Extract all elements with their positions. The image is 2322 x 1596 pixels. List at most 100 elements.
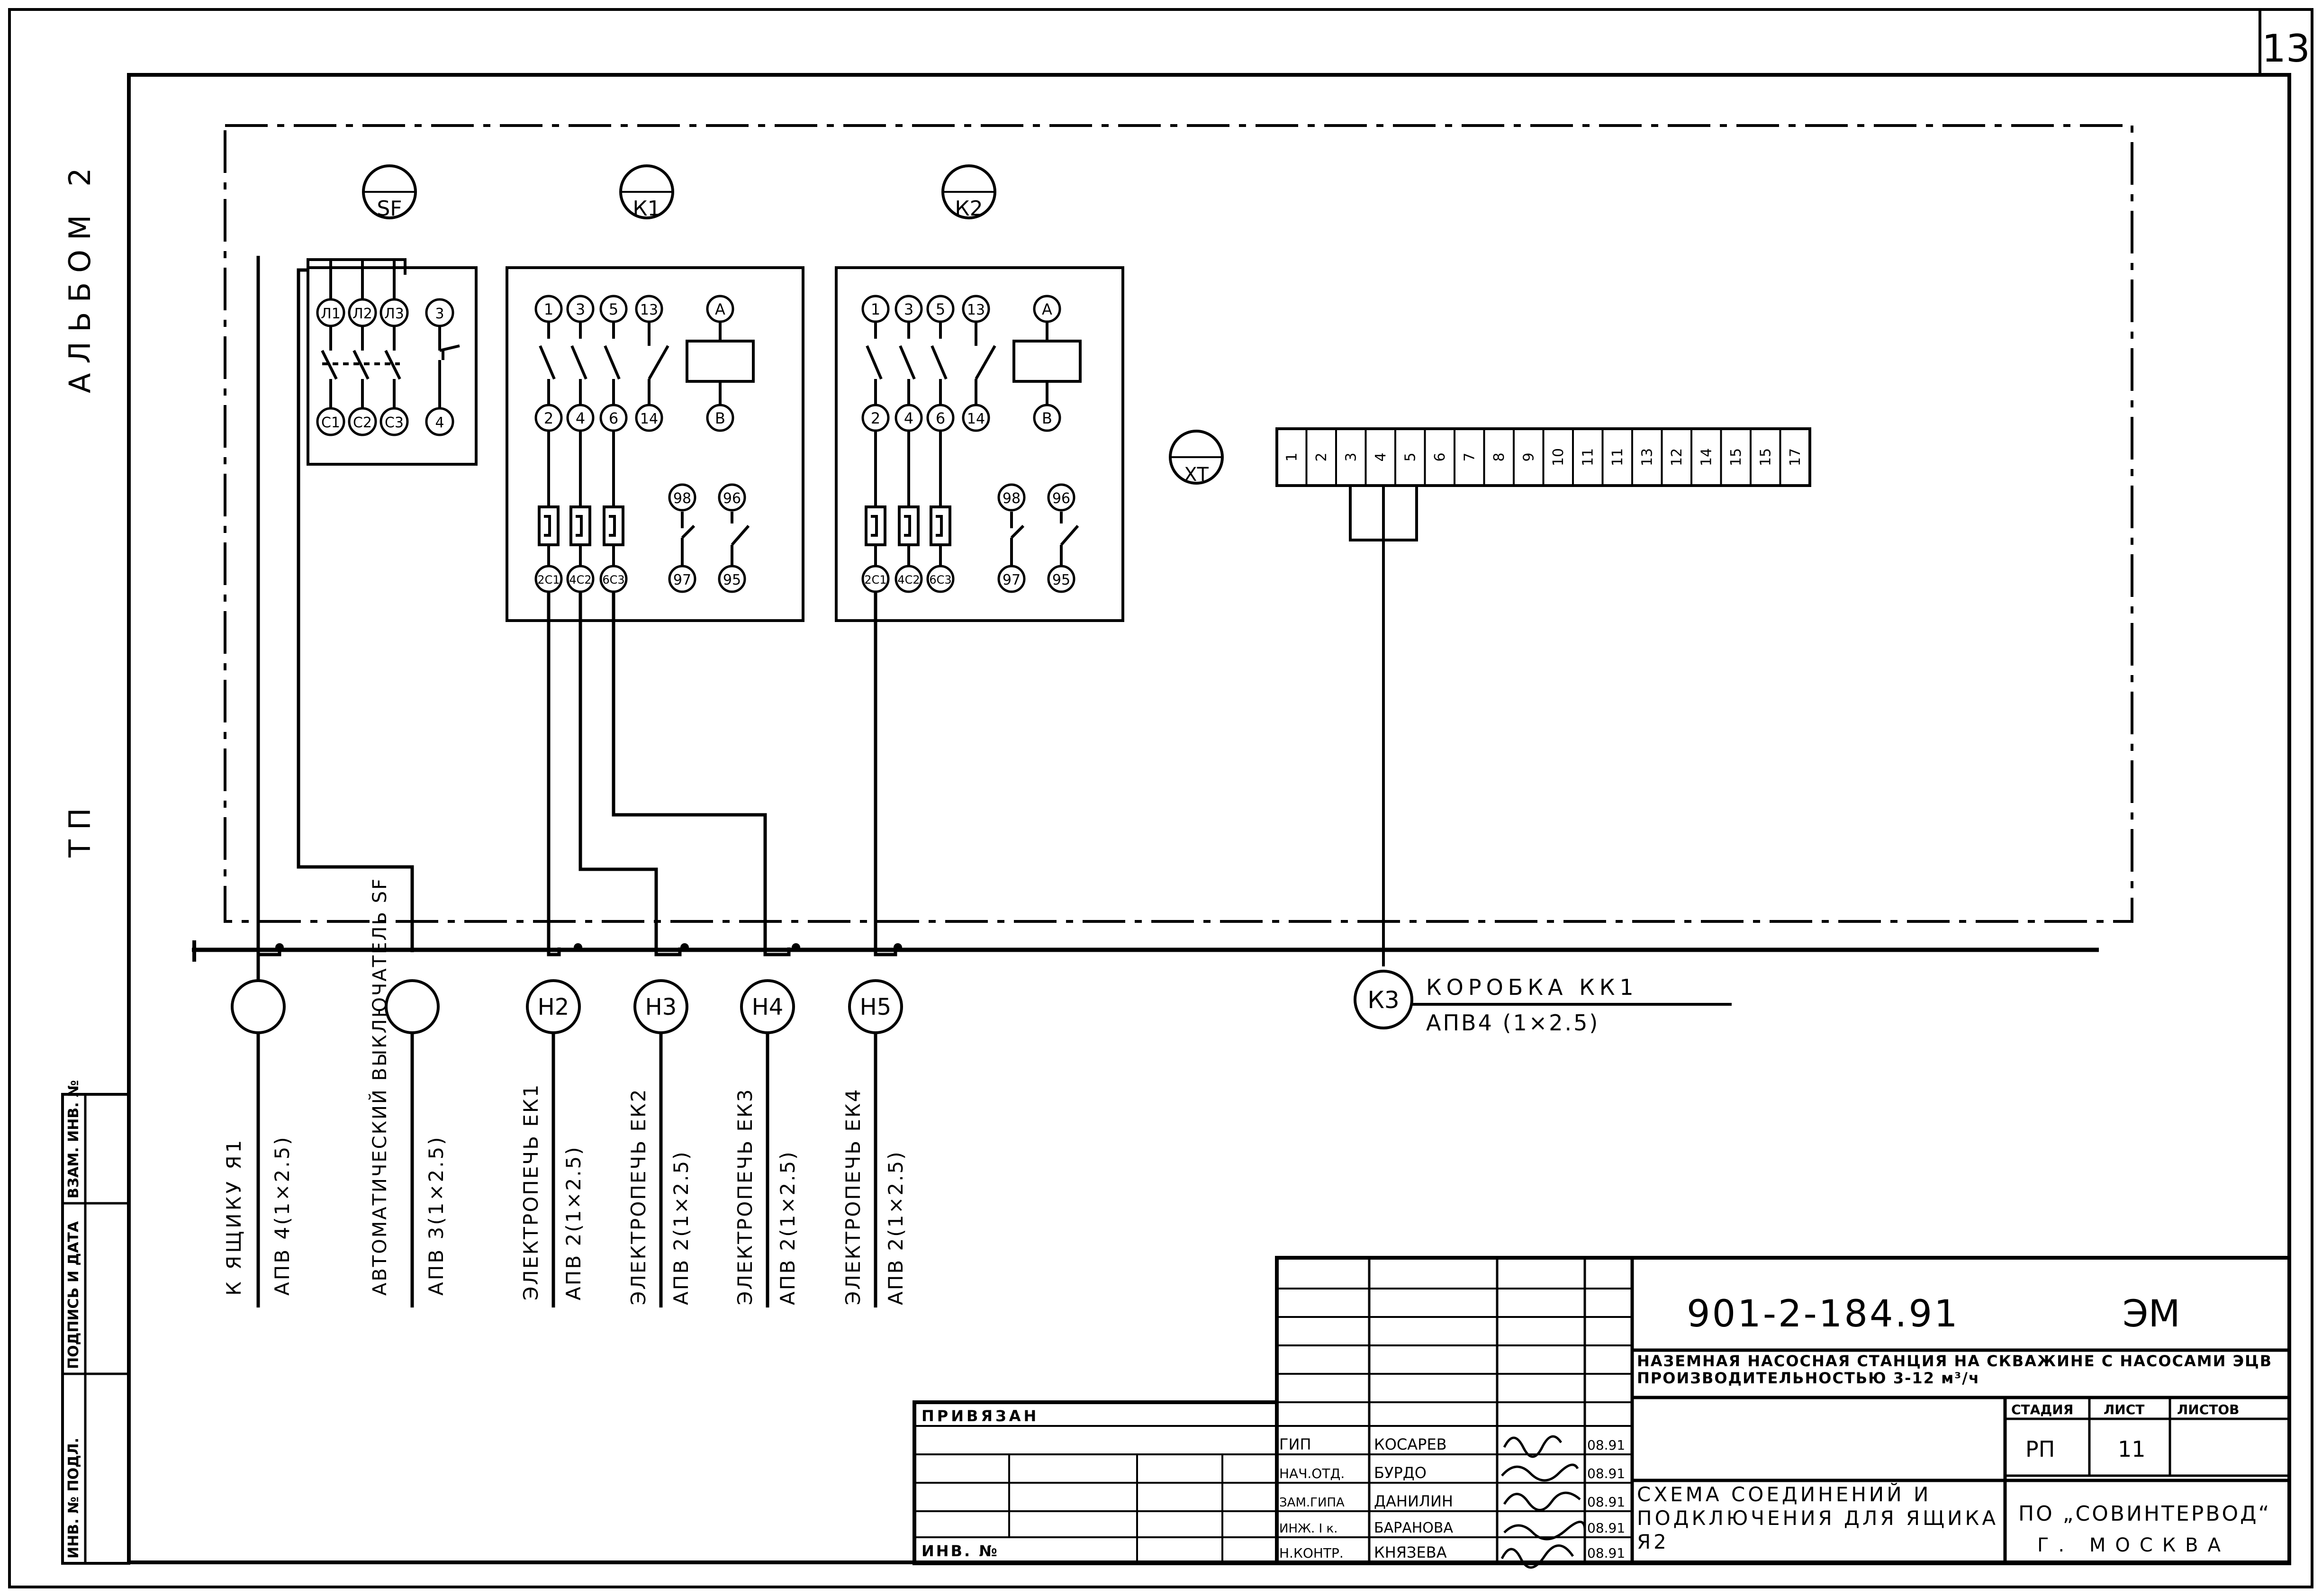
signatures <box>1500 1435 1586 1569</box>
enclosure-outline <box>224 124 2133 923</box>
xt-terminal-number: 13 <box>1639 448 1655 466</box>
sf-device: SF Л1 Л2 Л3 3 С1 С2 С3 4 <box>307 164 478 466</box>
k2-contacts <box>866 322 1082 405</box>
role-0: ГИП <box>1279 1435 1311 1453</box>
name-0: КОСАРЕВ <box>1374 1435 1447 1453</box>
svg-text:2С1: 2С1 <box>864 573 886 586</box>
sheet-corner-number: 13 <box>2262 27 2310 71</box>
node-2-cable: АПВ 2(1×2.5) <box>562 1145 585 1300</box>
tp-label: ТП <box>63 799 97 858</box>
date-4: 08.91 <box>1587 1545 1625 1561</box>
xt-terminal-number: 12 <box>1669 448 1685 466</box>
svg-text:5: 5 <box>609 300 618 318</box>
svg-text:2С1: 2С1 <box>537 573 560 586</box>
privyazan-label: ПРИВЯЗАН <box>922 1407 1039 1425</box>
sf-tag: SF <box>377 197 402 221</box>
side-label-vzam: ВЗАМ. ИНВ. № <box>65 1080 82 1199</box>
svg-text:С1: С1 <box>321 415 340 431</box>
k1-relay-terminals: 98 96 2С1 4С2 6С3 97 95 <box>534 483 746 593</box>
xt-terminal-number: 15 <box>1728 448 1744 466</box>
xt-terminal-number: 1 <box>1283 452 1300 461</box>
svg-text:3: 3 <box>576 300 585 318</box>
sheet-title-box: СХЕМА СОЕДИНЕНИЙ И ПОДКЛЮЧЕНИЯ ДЛЯ ЯЩИКА… <box>1637 1483 1999 1553</box>
date-0: 08.91 <box>1587 1437 1625 1453</box>
svg-text:В: В <box>1042 409 1052 427</box>
k1-box <box>506 266 804 622</box>
node-h2: Н2 ЭЛЕКТРОПЕЧЬ ЕК1 АПВ 2(1×2.5) <box>519 979 585 1307</box>
node-sf: АВТОМАТИЧЕСКИЙ ВЫКЛЮЧАТЕЛЬ SF АПВ 3(1×2.… <box>368 877 448 1307</box>
node-3-label: ЭЛЕКТРОПЕЧЬ ЕК2 <box>627 1088 650 1305</box>
svg-text:Л2: Л2 <box>352 306 372 322</box>
node-h3: Н3 ЭЛЕКТРОПЕЧЬ ЕК2 АПВ 2(1×2.5) <box>627 979 693 1307</box>
project-title: НАЗЕМНАЯ НАСОСНАЯ СТАНЦИЯ НА СКВАЖИНЕ С … <box>1637 1353 2273 1387</box>
svg-text:4С2: 4С2 <box>569 573 591 586</box>
node-0-cable: АПВ 4(1×2.5) <box>271 1135 294 1296</box>
svg-text:14: 14 <box>967 411 985 427</box>
svg-text:1: 1 <box>544 300 553 318</box>
node-yashchik: К ЯЩИКУ Я1 АПВ 4(1×2.5) <box>222 955 294 1307</box>
k3-circle <box>1354 970 1413 1029</box>
k1-top-terminals: 1 3 5 13 А <box>534 295 734 323</box>
k1-tag: К1 <box>632 197 660 221</box>
svg-text:6: 6 <box>936 409 945 427</box>
xt-terminal-number: 2 <box>1313 452 1330 461</box>
name-1: БУРДО <box>1374 1464 1427 1482</box>
svg-text:95: 95 <box>1052 572 1070 588</box>
svg-text:97: 97 <box>1003 572 1021 588</box>
svg-text:98: 98 <box>673 490 691 507</box>
node-3-cable: АПВ 2(1×2.5) <box>669 1150 693 1305</box>
node-2-label: ЭЛЕКТРОПЕЧЬ ЕК1 <box>519 1083 542 1300</box>
xt-terminal-number: 11 <box>1580 448 1596 466</box>
node-1-cable: АПВ 3(1×2.5) <box>425 1135 448 1296</box>
org-city: Г. МОСКВА <box>2037 1534 2230 1556</box>
svg-text:95: 95 <box>723 572 741 588</box>
sf-box <box>307 266 478 466</box>
svg-text:13: 13 <box>640 302 658 318</box>
header-sheets: ЛИСТОВ <box>2177 1402 2239 1417</box>
outer-frame <box>8 8 2313 1588</box>
doc-type: ЭМ <box>2123 1293 2180 1335</box>
xt-tag: ХТ <box>1184 464 1209 486</box>
node-3-id: Н3 <box>645 994 677 1020</box>
sf-contacts <box>321 326 460 407</box>
node-4-cable: АПВ 2(1×2.5) <box>776 1150 799 1305</box>
xt-terminal-number: 7 <box>1461 452 1478 461</box>
role-4: Н.КОНТР. <box>1279 1545 1344 1561</box>
header-stage: СТАДИЯ <box>2011 1402 2073 1417</box>
role-3: ИНЖ. I к. <box>1279 1522 1337 1536</box>
node-circle-1 <box>385 979 440 1034</box>
svg-text:4С2: 4С2 <box>897 573 920 586</box>
svg-text:В: В <box>715 409 725 427</box>
sheet-title: СХЕМА СОЕДИНЕНИЙ И ПОДКЛЮЧЕНИЯ ДЛЯ ЯЩИКА… <box>1637 1483 1999 1553</box>
date-1: 08.91 <box>1587 1466 1625 1481</box>
xt-terminal-number: 8 <box>1491 452 1508 461</box>
date-2: 08.91 <box>1587 1494 1625 1510</box>
k2-mid-terminals: 2 4 6 14 В <box>861 404 1061 432</box>
doc-code: 901-2-184.91 <box>1687 1293 1960 1335</box>
date-3: 08.91 <box>1587 1520 1625 1536</box>
side-label-inv: ИНВ. № ПОДЛ. <box>65 1438 82 1559</box>
side-label-sign: ПОДПИСЬ И ДАТА <box>65 1221 82 1369</box>
svg-text:2: 2 <box>871 409 880 427</box>
svg-text:6: 6 <box>609 409 618 427</box>
k1-contacts <box>539 322 755 405</box>
svg-text:2: 2 <box>544 409 553 427</box>
xt-terminal-number: 11 <box>1609 448 1626 466</box>
svg-text:97: 97 <box>673 572 691 588</box>
node-4-label: ЭЛЕКТРОПЕЧЬ ЕК3 <box>733 1088 757 1305</box>
k3-label: КОРОБКА КК1 <box>1426 974 1638 1000</box>
xt-terminal-number: 5 <box>1402 452 1418 461</box>
k1-thermal-relays <box>538 431 750 566</box>
svg-text:4: 4 <box>904 409 913 427</box>
header-sheet: ЛИСТ <box>2104 1402 2144 1417</box>
xt-terminal-number: 6 <box>1432 452 1448 461</box>
svg-text:98: 98 <box>1003 490 1021 507</box>
svg-text:С2: С2 <box>353 415 372 431</box>
node-h4: Н4 ЭЛЕКТРОПЕЧЬ ЕК3 АПВ 2(1×2.5) <box>733 979 799 1307</box>
inv-no-label: ИНВ. № <box>922 1542 999 1560</box>
name-4: КНЯЗЕВА <box>1374 1543 1447 1561</box>
inner-frame <box>127 73 2291 1564</box>
